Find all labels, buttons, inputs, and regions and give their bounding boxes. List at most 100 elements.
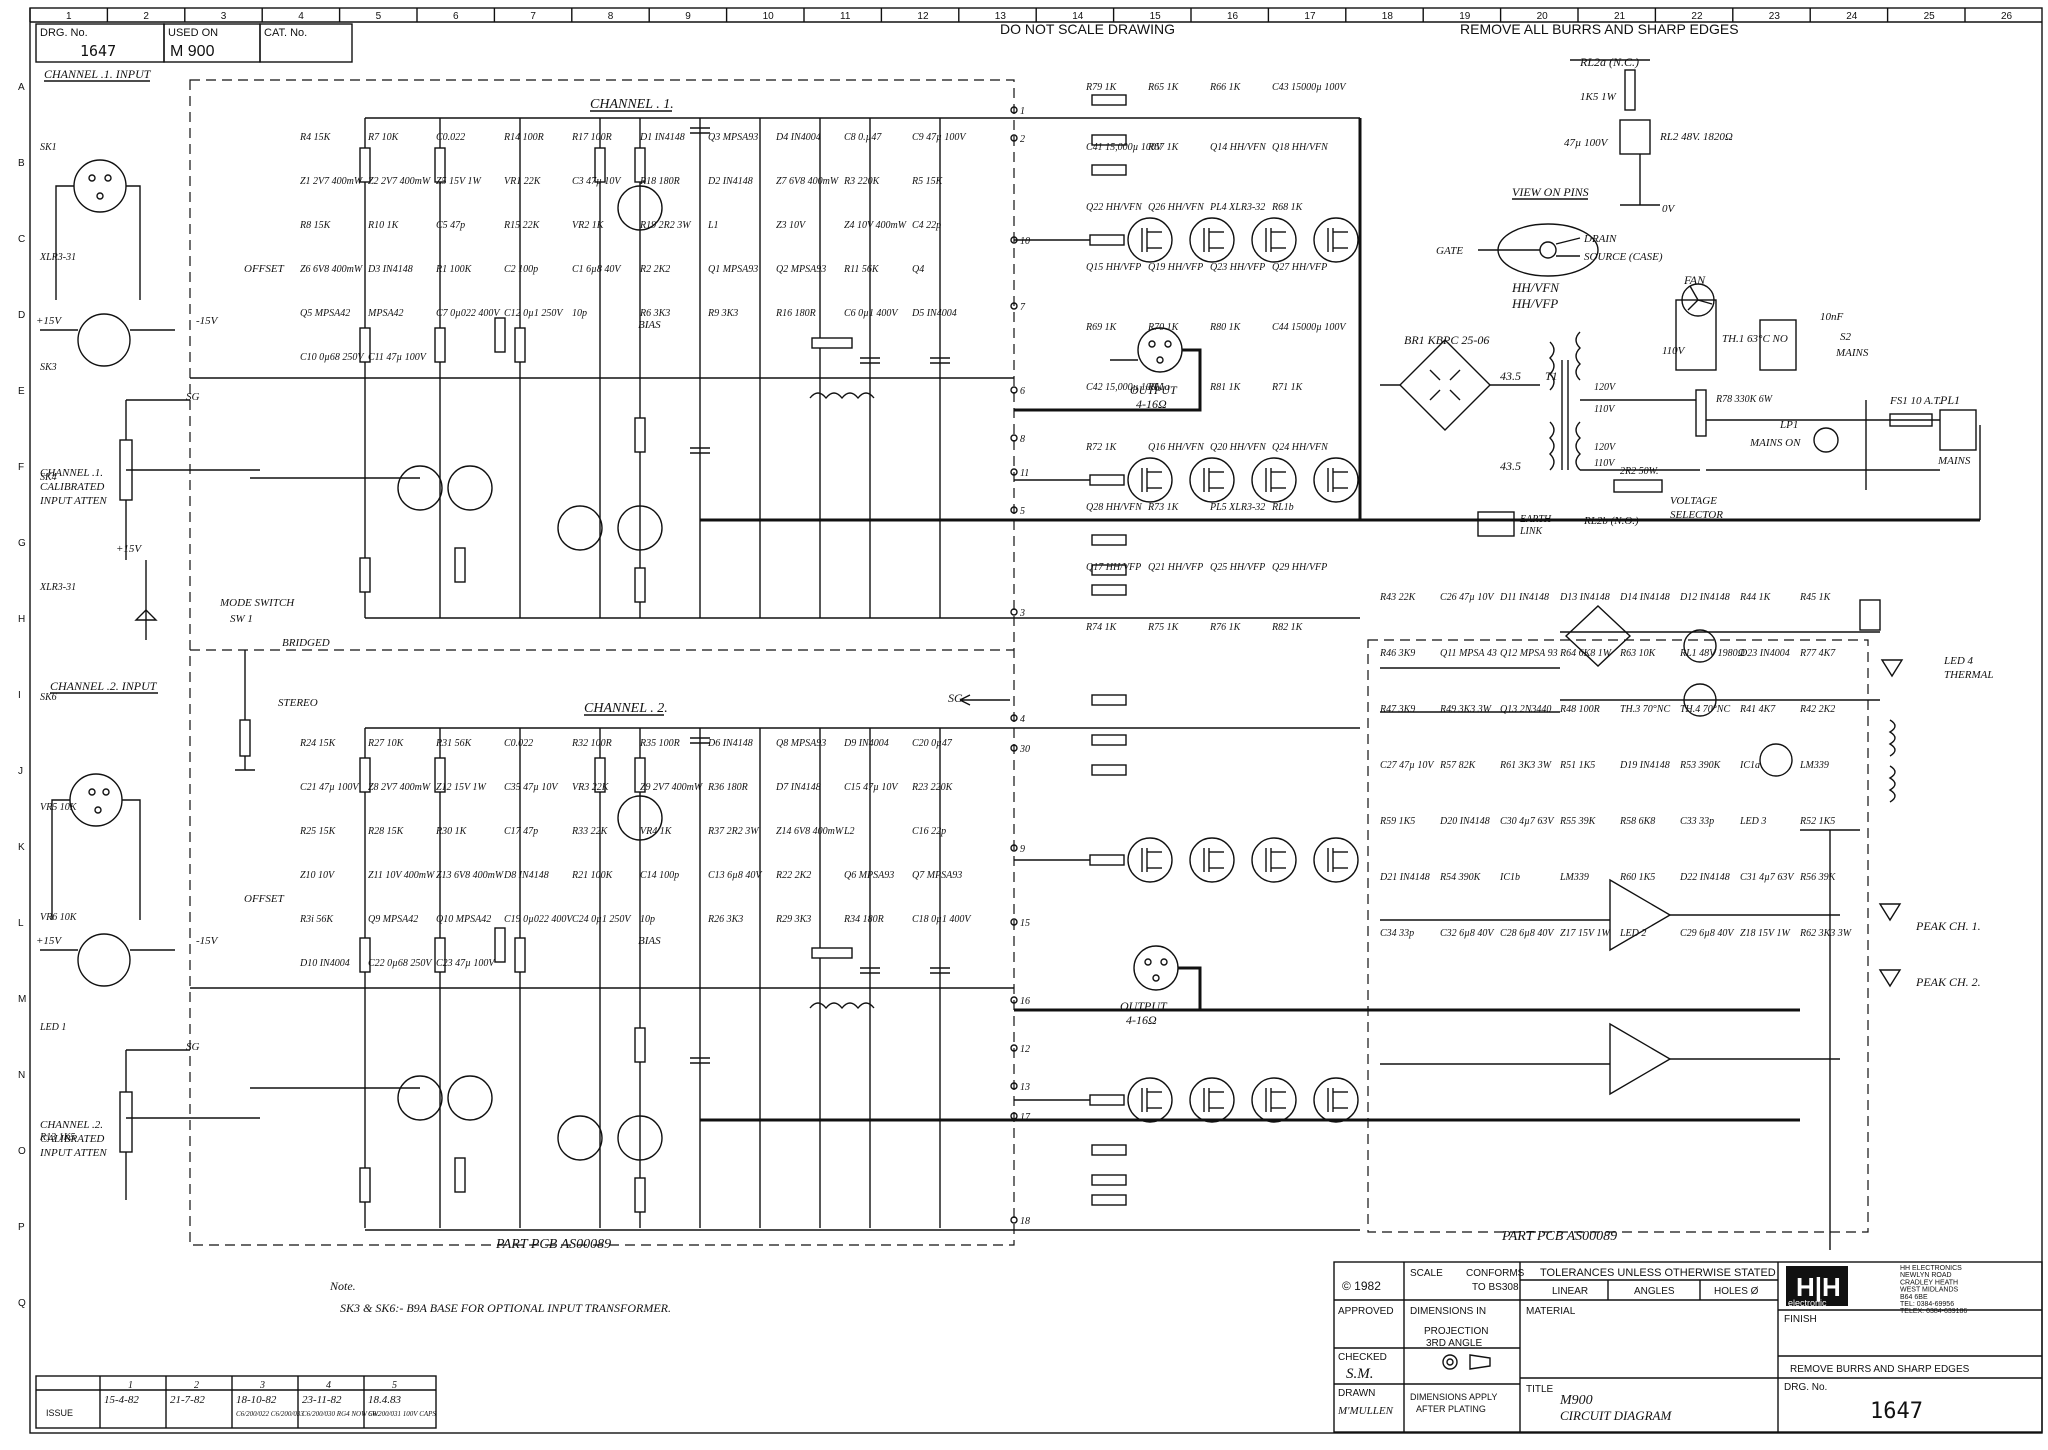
protection-label: R55 39K	[1559, 816, 1597, 827]
ch1-atten-line3: INPUT ATTEN	[39, 495, 107, 507]
ch2-component-label: D7 IN4148	[775, 782, 821, 793]
protection-label: C32 6µ8 40V	[1440, 928, 1495, 939]
power-stage-label: PL5 XLR3-32	[1209, 502, 1265, 513]
issue-label: ISSUE	[46, 1408, 73, 1418]
protection-label: R43 22K	[1379, 592, 1417, 603]
ch1-atten-line1: CHANNEL .1.	[40, 467, 103, 479]
protection-label: R45 1K	[1799, 592, 1832, 603]
ch2-component-label: C18 0µ1 400V	[912, 914, 972, 925]
edge-pin-number: 16	[1020, 996, 1030, 1007]
ch2-component-label: R30 1K	[435, 826, 468, 837]
revision-date: 15-4-82	[104, 1394, 139, 1406]
t1-transformer-primary	[1575, 331, 1581, 471]
offset2-label: OFFSET	[244, 893, 285, 905]
power-stage-label: Q24 HH/VFN	[1272, 442, 1329, 453]
edge-pin-number: 3	[1019, 608, 1025, 619]
zone-letter: I	[18, 690, 21, 701]
mosfet-pin-view	[1478, 223, 1599, 277]
ch1-component-label: R5 15K	[911, 176, 944, 187]
ch1-component-label: R1 100K	[435, 264, 473, 275]
zone-number: 1	[66, 11, 72, 22]
rl1-relay-coil	[1859, 599, 1881, 631]
protection-label: Z17 15V 1W	[1560, 928, 1611, 939]
ch1-component-label: 10p	[572, 308, 587, 319]
surge-res-label: 2R2 50W.	[1620, 466, 1659, 477]
zone-letter: B	[18, 158, 25, 169]
zone-number: 20	[1537, 11, 1549, 22]
approved-label: APPROVED	[1338, 1306, 1394, 1317]
pri-120v-2: 120V	[1594, 442, 1617, 453]
rl2a-label: RL2a (N.C.)	[1579, 55, 1639, 69]
zone-number: 23	[1769, 11, 1781, 22]
power-stage-label: Q14 HH/VFN	[1210, 142, 1267, 153]
ch2-component-label: R26 3K3	[707, 914, 743, 925]
zone-number: 15	[1150, 11, 1162, 22]
ch2-component-label: Q8 MPSA93	[776, 738, 826, 749]
sec2-voltage: 43.5	[1500, 459, 1521, 473]
zone-number: 17	[1304, 11, 1316, 22]
ch2-atten-line2: CALIBRATED	[40, 1133, 104, 1145]
ch2-component-label: Z12 15V 1W	[436, 782, 487, 793]
ch2-minus15-label: -15V	[196, 935, 219, 947]
scale-label: SCALE	[1410, 1268, 1443, 1279]
power-stage-label: R65 1K	[1147, 82, 1180, 93]
edge-pin-number: 1	[1020, 106, 1025, 117]
protection-label: R47 3K9	[1379, 704, 1415, 715]
ch2-component-label: R21 100K	[571, 870, 614, 881]
zone-letter: Q	[18, 1298, 26, 1309]
zone-letter: L	[18, 918, 24, 929]
rl2-series-resistor	[1624, 69, 1636, 111]
ch1-component-label: C4 22p	[912, 220, 941, 231]
br1-label: BR1 KBPC 25-06	[1404, 333, 1489, 347]
protection-label: R59 1K5	[1379, 816, 1415, 827]
ch2-component-label: VR3 22K	[572, 782, 610, 793]
channel1-title: CHANNEL . 1.	[590, 97, 674, 112]
ch2-component-label: R31 56K	[435, 738, 473, 749]
power-stage-label: RL1b	[1271, 502, 1294, 513]
ch2-component-label: C13 6µ8 40V	[708, 870, 763, 881]
zone-number: 12	[917, 11, 929, 22]
ch2-component-label: C35 47µ 10V	[504, 782, 559, 793]
output1-label: OUTPUT	[1130, 383, 1178, 397]
ch1-component-label: Q1 MPSA93	[708, 264, 758, 275]
ch1-component-label: L1	[707, 220, 719, 231]
fan-cap-label: 10nF	[1820, 311, 1844, 323]
zone-letter: A	[18, 82, 25, 93]
output1-impedance: 4-16Ω	[1136, 397, 1167, 411]
pcb-boundaries	[189, 79, 1869, 1246]
checked-label: CHECKED	[1338, 1352, 1387, 1363]
ch2-component-label: D10 IN4004	[299, 958, 350, 969]
ch2-component-label: Z14 6V8 400mW	[776, 826, 845, 837]
ch1-component-label: R14 100R	[503, 132, 544, 143]
edge-pin-number: 8	[1020, 434, 1025, 445]
checked-by: S.M.	[1346, 1366, 1374, 1382]
pinview-vfn-label: HH/VFN	[1511, 280, 1560, 295]
power-stage-label: R76 1K	[1209, 622, 1242, 633]
led4-thermal	[1880, 659, 1904, 678]
tolerances-label: TOLERANCES UNLESS OTHERWISE STATED	[1540, 1267, 1776, 1279]
input-label: VR5 10K	[40, 802, 78, 813]
ch2-component-label: Q6 MPSA93	[844, 870, 894, 881]
sg1-label: SG	[186, 391, 200, 403]
ch2-component-label: C21 47µ 100V	[300, 782, 360, 793]
ch1-component-label: R9 3K3	[707, 308, 738, 319]
ch1-component-label: Q2 MPSA93	[776, 264, 826, 275]
revision-note: C6/200/030 RG4 NOW 5W.	[302, 1410, 379, 1418]
edge-pin-number: 17	[1020, 1112, 1031, 1123]
power-stage-label: R67 1K	[1147, 142, 1180, 153]
protection-label: R60 1K5	[1619, 872, 1655, 883]
q11-transistor	[1683, 629, 1717, 663]
ch1-component-label: R7 10K	[367, 132, 400, 143]
bridged-label: BRIDGED	[282, 637, 330, 649]
ch2-component-label: C16 22p	[912, 826, 946, 837]
title-block: H|H	[1333, 1261, 2043, 1433]
ch1-component-label: R3 220K	[843, 176, 881, 187]
sg-out-label: SG	[948, 691, 963, 705]
input-label: SK1	[40, 142, 57, 153]
protection-label: C30 4µ7 63V	[1500, 816, 1555, 827]
note-text: SK3 & SK6:- B9A BASE FOR OPTIONAL INPUT …	[340, 1301, 671, 1315]
ch1-component-label: C12 0µ1 250V	[504, 308, 564, 319]
ch2-input-label: CHANNEL .2. INPUT	[50, 679, 158, 693]
protection-label: R53 390K	[1679, 760, 1722, 771]
